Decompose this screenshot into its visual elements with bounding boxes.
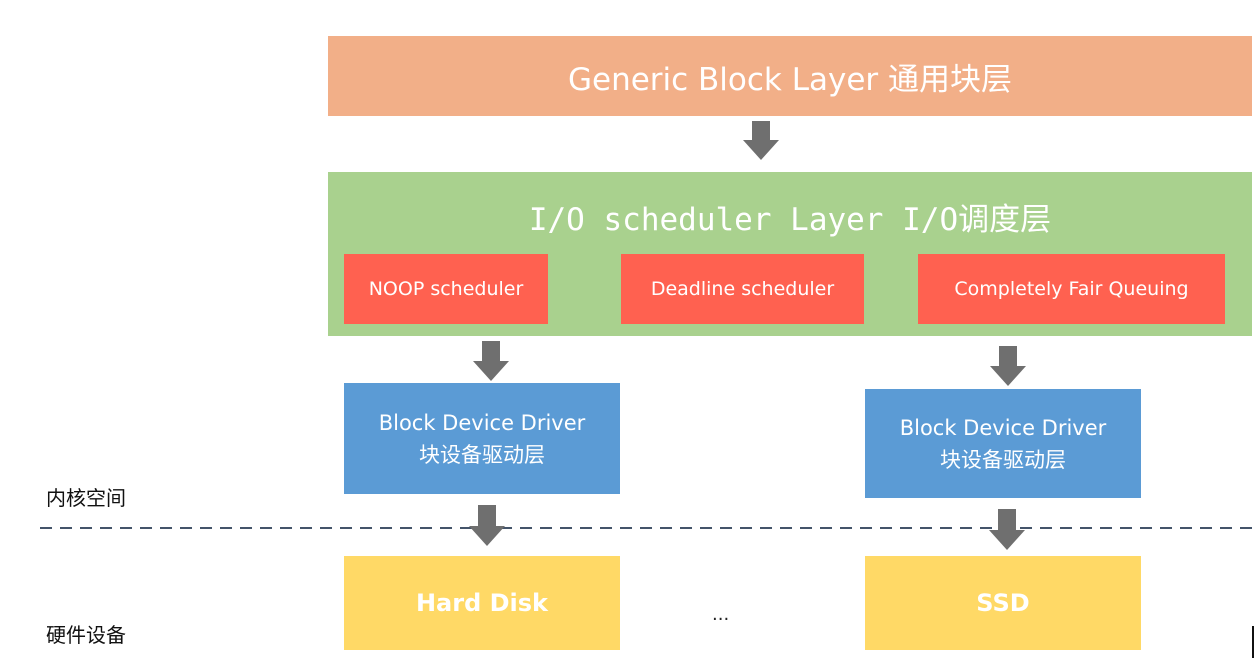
driver-left-line2: 块设备驱动层 [419, 442, 545, 467]
hard-disk-box: Hard Disk [344, 556, 620, 650]
driver-left-line1: Block Device Driver [378, 410, 586, 435]
cfq-scheduler-box: Completely Fair Queuing [918, 254, 1225, 324]
hardware-devices-label: 硬件设备 [46, 623, 126, 647]
generic-block-layer: Generic Block Layer 通用块层 [328, 36, 1252, 116]
block-device-driver-left: Block Device Driver 块设备驱动层 [344, 383, 620, 494]
generic-block-layer-label: Generic Block Layer 通用块层 [567, 61, 1013, 98]
down-arrow-icon [989, 509, 1025, 550]
deadline-scheduler-label: Deadline scheduler [650, 278, 835, 300]
noop-scheduler-box: NOOP scheduler [344, 254, 548, 324]
driver-right-line1: Block Device Driver [899, 415, 1107, 440]
more-devices-ellipsis: ... [712, 604, 730, 625]
down-arrow-icon [469, 505, 505, 546]
down-arrow-icon [473, 341, 509, 381]
noop-scheduler-label: NOOP scheduler [368, 278, 524, 300]
io-scheduler-layer-title: I/O scheduler Layer I/O调度层 [528, 202, 1052, 238]
down-arrow-icon [743, 121, 779, 160]
ssd-label: SSD [976, 589, 1030, 617]
hard-disk-label: Hard Disk [415, 589, 549, 617]
driver-right-line2: 块设备驱动层 [940, 447, 1066, 472]
down-arrow-icon [990, 346, 1026, 386]
block-device-driver-right: Block Device Driver 块设备驱动层 [865, 389, 1141, 498]
kernel-space-label: 内核空间 [46, 486, 126, 510]
cfq-scheduler-label: Completely Fair Queuing [954, 278, 1189, 300]
ssd-box: SSD [865, 556, 1141, 650]
deadline-scheduler-box: Deadline scheduler [621, 254, 864, 324]
